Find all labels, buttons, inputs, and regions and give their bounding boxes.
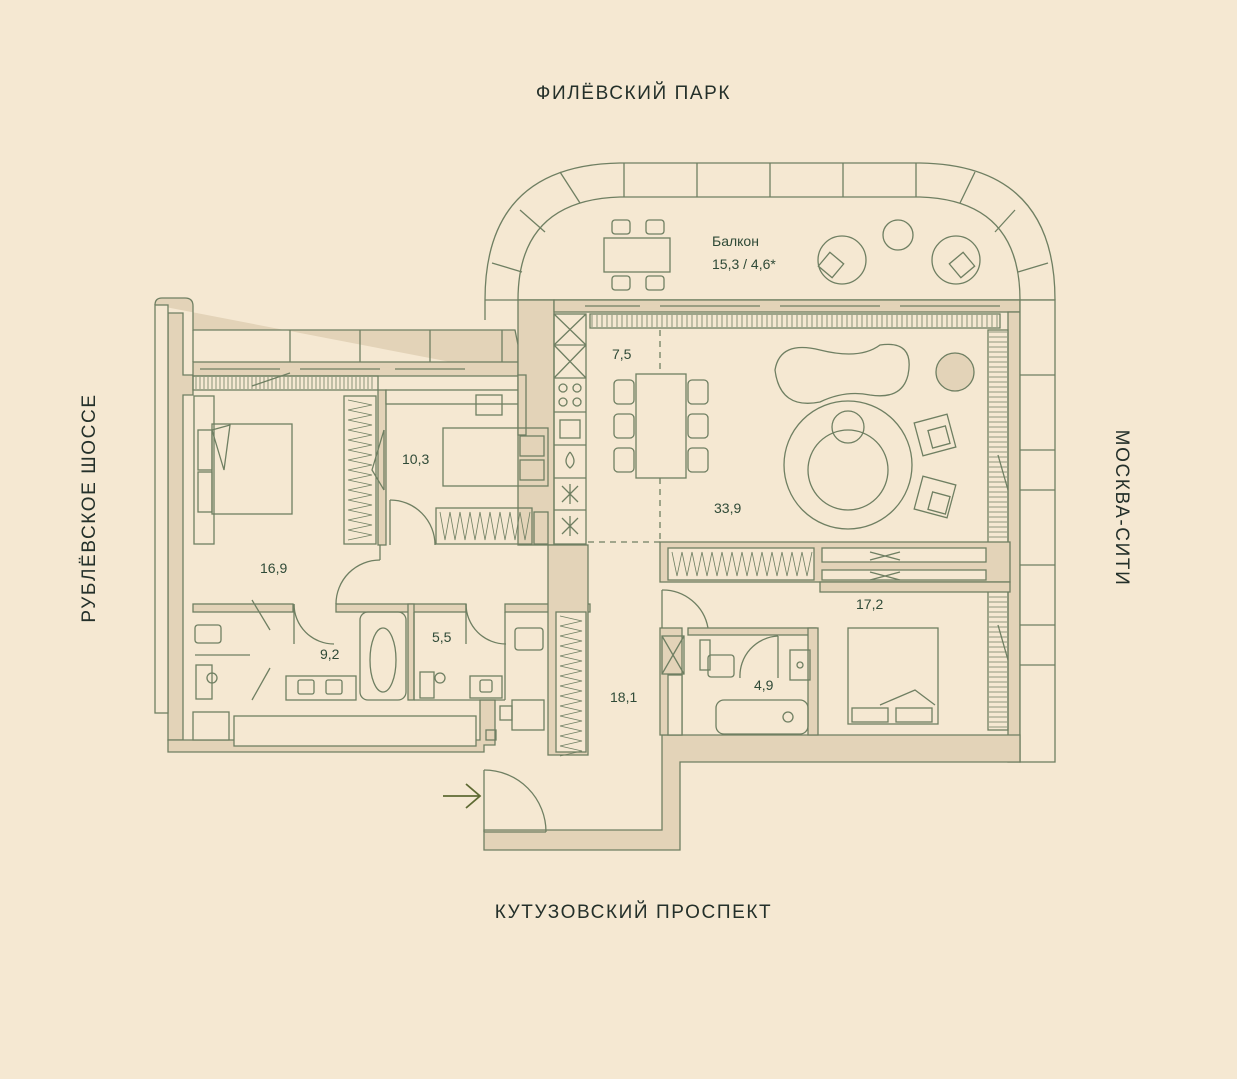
interior-walls bbox=[192, 374, 1011, 756]
room-area-living: 33,9 bbox=[714, 500, 741, 516]
balcony bbox=[484, 162, 1056, 320]
room-area-bedroom-west: 16,9 bbox=[260, 560, 287, 576]
exterior-walls bbox=[154, 297, 1056, 851]
room-area-kitchen: 7,5 bbox=[612, 346, 632, 362]
direction-label-north: ФИЛЁВСКИЙ ПАРК bbox=[535, 83, 732, 104]
entrance-arrow-icon bbox=[443, 783, 482, 809]
balcony-name: Балкон bbox=[712, 233, 759, 249]
bedroom-east-furniture bbox=[661, 589, 939, 725]
bedroom-small-furniture bbox=[389, 394, 549, 546]
room-area-hall: 18,1 bbox=[610, 689, 637, 705]
balcony-area: 15,3 / 4,6* bbox=[712, 256, 776, 272]
room-area-bath-small: 5,5 bbox=[432, 629, 452, 645]
living-furniture bbox=[667, 343, 987, 581]
room-area-bedroom-east: 17,2 bbox=[856, 596, 883, 612]
bath-east-fixtures bbox=[661, 635, 811, 735]
room-area-bedroom-small: 10,3 bbox=[402, 451, 429, 467]
bedroom-west-furniture bbox=[193, 395, 385, 605]
bath-small-fixtures bbox=[413, 603, 545, 741]
room-area-bath-east: 4,9 bbox=[754, 677, 774, 693]
direction-label-south: КУТУЗОВСКИЙ ПРОСПЕКТ bbox=[494, 902, 773, 923]
hall-furniture bbox=[483, 611, 587, 833]
hatched-walls bbox=[192, 313, 1009, 731]
kitchen-furniture bbox=[553, 313, 709, 545]
room-area-bath-large: 9,2 bbox=[320, 646, 340, 662]
bath-large-fixtures bbox=[194, 599, 407, 701]
